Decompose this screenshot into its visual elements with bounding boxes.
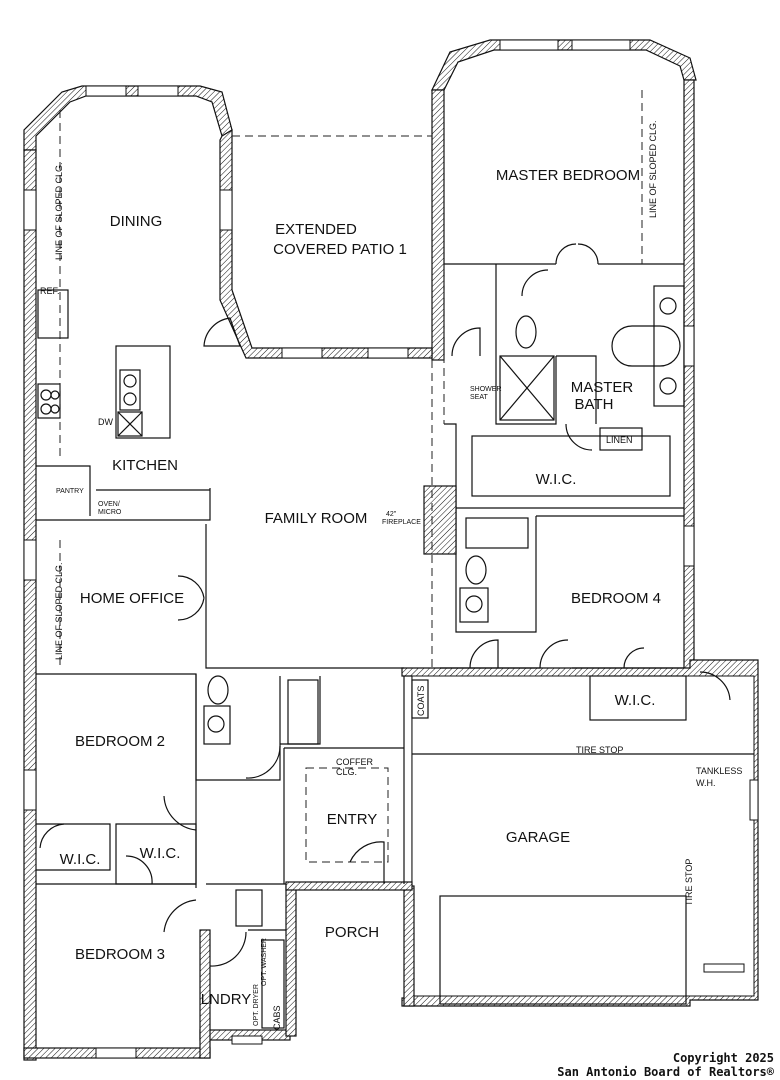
room-master-bedroom: MASTER BEDROOM [496,167,640,184]
note-pantry: PANTRY [56,488,84,495]
note-tankless-line1: TANKLESS [696,766,742,776]
note-fireplace-line1: 42" [386,511,397,518]
note-oven-line2: MICRO [98,509,122,516]
exterior-walls [23,39,759,1061]
room-bed4-wic: W.I.C. [615,692,656,709]
note-ref: REF. [40,286,60,296]
note-sloped-clg-dining: LINE OF SLOPED CLG. [54,162,64,260]
room-home-office: HOME OFFICE [80,590,184,607]
fixtures [40,285,685,733]
room-bedroom4: BEDROOM 4 [571,590,661,607]
room-bedroom3: BEDROOM 3 [75,946,165,963]
room-bed3-wic: W.I.C. [140,845,181,862]
note-sloped-clg-office: LINE OF SLOPED CLG. [54,562,64,660]
note-opt-washer: OPT. WASHER [261,938,268,986]
room-laundry: LNDRY [201,991,252,1008]
room-kitchen: KITCHEN [112,457,178,474]
room-family-room: FAMILY ROOM [265,510,368,527]
note-dw: DW [98,417,113,427]
plan-notes: LINE OF SLOPED CLG. LINE OF SLOPED CLG. … [40,120,742,1030]
dashed-lines [59,90,643,863]
windows [23,39,759,1059]
room-patio-line2: COVERED PATIO 1 [273,241,407,258]
note-opt-dryer: OPT. DRYER [253,984,260,1026]
note-coffer-line1: COFFER [336,757,373,767]
room-master-bath-line2: BATH [575,396,614,413]
note-coffer-line2: CLG. [336,767,357,777]
note-tire-stop-top: TIRE STOP [576,745,623,755]
note-linen: LINEN [606,435,633,445]
room-porch: PORCH [325,924,379,941]
doors [39,243,731,967]
note-sloped-clg-master: LINE OF SLOPED CLG. [648,120,658,218]
room-bed2-wic: W.I.C. [60,851,101,868]
copyright: Copyright 2025 San Antonio Board of Real… [557,1051,775,1079]
copyright-line1: Copyright 2025 [673,1051,774,1065]
note-tankless-line2: W.H. [696,778,716,788]
room-dining: DINING [110,213,163,230]
note-fireplace-line2: FIREPLACE [382,519,421,526]
note-coats: COATS [416,686,426,716]
room-entry: ENTRY [327,811,378,828]
note-tire-stop-side: TIRE STOP [684,859,694,906]
note-oven-line1: OVEN/ [98,501,120,508]
room-labels: MASTER BEDROOM DINING EXTENDED COVERED P… [60,167,661,1008]
room-patio-line1: EXTENDED [275,221,357,238]
copyright-line2: San Antonio Board of Realtors® [557,1065,775,1079]
note-shower-line2: SEAT [470,394,488,401]
note-cabs: CABS [272,1005,282,1030]
room-master-wic: W.I.C. [536,471,577,488]
room-master-bath-line1: MASTER [571,379,634,396]
room-garage: GARAGE [506,829,570,846]
interior-walls [36,263,754,1029]
note-shower-line1: SHOWER [470,386,502,393]
room-bedroom2: BEDROOM 2 [75,733,165,750]
